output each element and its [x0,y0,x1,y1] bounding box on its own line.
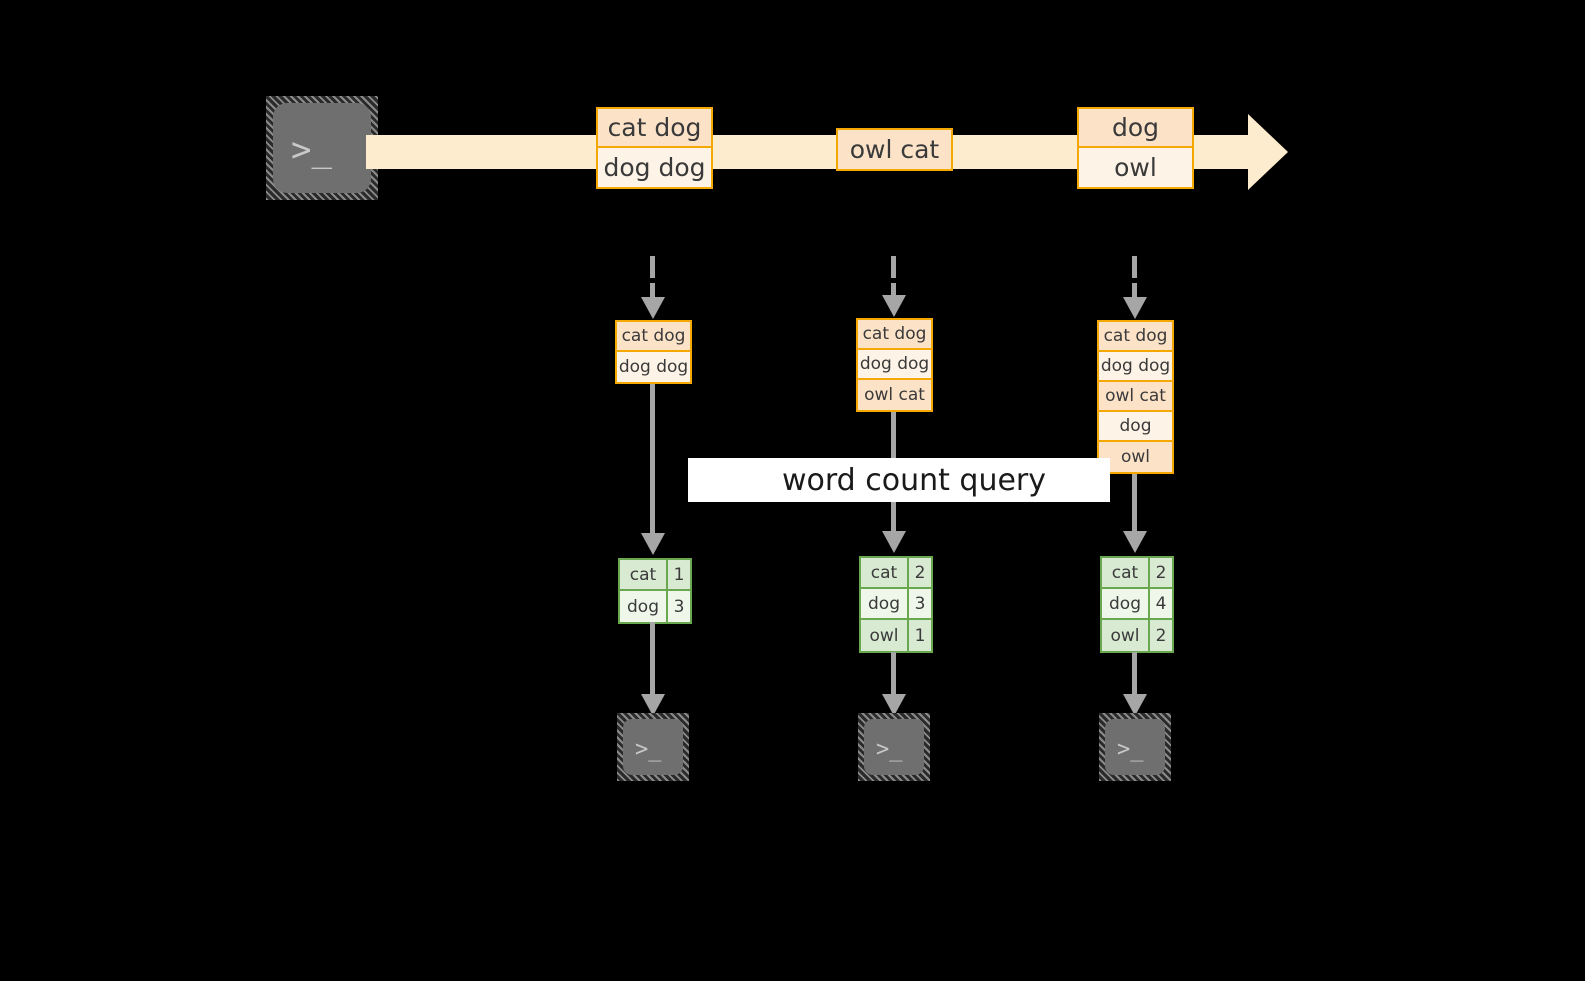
query-label-text: word count query [781,462,1047,498]
result-word: cat [1102,558,1150,587]
terminal-prompt-label: >_ [635,737,662,762]
result-row: cat 2 [861,558,931,589]
input-table: cat dog dog dog owl cat dog owl [1097,320,1174,474]
arrowhead-icon [641,297,665,319]
result-word: cat [620,560,668,589]
result-word: dog [861,589,909,618]
result-row: cat 1 [620,560,690,591]
result-count: 4 [1150,589,1172,618]
arrowhead-icon [882,295,906,317]
terminal-screen: >_ [864,719,924,775]
sink-terminal-icon: >_ [1099,713,1171,781]
sink-terminal-icon: >_ [617,713,689,781]
result-count: 3 [668,591,690,622]
terminal-screen: >_ [623,719,683,775]
input-row: owl cat [1099,382,1172,412]
input-row: dog dog [858,350,931,380]
stream-to-input-connector [650,283,655,301]
stream-event-box: cat dog dog dog [596,107,713,189]
terminal-screen: >_ [1105,719,1165,775]
result-count: 1 [909,620,931,651]
result-count: 2 [1150,620,1172,651]
input-row: dog dog [1099,352,1172,382]
result-row: owl 1 [861,620,931,651]
result-count: 2 [1150,558,1172,587]
arrowhead-icon [1123,531,1147,553]
stream-event-box: dog owl [1077,107,1194,189]
result-row: dog 3 [861,589,931,620]
result-table: cat 1 dog 3 [618,558,692,624]
input-row: cat dog [617,322,690,352]
input-row: dog [1099,412,1172,442]
stream-to-input-connector [891,283,896,299]
query-label-band: word count query [688,458,1110,502]
result-row: dog 4 [1102,589,1172,620]
arrowhead-icon [1123,694,1147,716]
result-to-sink-connector [1132,652,1137,698]
terminal-prompt-label: >_ [876,737,903,762]
stream-event-line: dog [1079,109,1192,148]
input-to-result-connector [1132,474,1137,534]
stream-event-line: owl cat [838,130,951,169]
result-count: 2 [909,558,931,587]
result-word: dog [1102,589,1150,618]
result-word: owl [1102,620,1150,651]
stream-to-input-connector [891,256,896,278]
arrowhead-icon [641,694,665,716]
result-count: 3 [909,589,931,618]
stream-event-box: owl cat [836,128,953,171]
result-row: owl 2 [1102,620,1172,651]
sink-terminal-icon: >_ [858,713,930,781]
result-word: owl [861,620,909,651]
input-row: dog dog [617,352,690,382]
input-row: cat dog [1099,322,1172,352]
result-to-sink-connector [891,652,896,698]
input-table: cat dog dog dog [615,320,692,384]
terminal-prompt-label: >_ [291,130,332,170]
stream-to-input-connector [650,256,655,278]
input-to-result-connector [650,384,655,536]
stream-event-line: cat dog [598,109,711,148]
stream-event-line: owl [1079,148,1192,187]
terminal-screen: >_ [273,103,371,193]
result-table: cat 2 dog 3 owl 1 [859,556,933,653]
input-row: owl [1099,442,1172,472]
terminal-prompt-label: >_ [1117,737,1144,762]
arrowhead-icon [882,694,906,716]
result-row: dog 3 [620,591,690,622]
result-word: cat [861,558,909,587]
result-word: dog [620,591,668,622]
result-to-sink-connector [650,622,655,698]
input-row: cat dog [858,320,931,350]
input-table: cat dog dog dog owl cat [856,318,933,412]
result-count: 1 [668,560,690,589]
result-row: cat 2 [1102,558,1172,589]
stream-to-input-connector [1132,283,1137,301]
right-arrow-icon [1248,114,1288,190]
arrowhead-icon [882,531,906,553]
arrowhead-icon [641,533,665,555]
result-table: cat 2 dog 4 owl 2 [1100,556,1174,653]
stream-to-input-connector [1132,256,1137,278]
source-terminal-icon: >_ [266,96,378,200]
stream-event-line: dog dog [598,148,711,187]
arrowhead-icon [1123,297,1147,319]
input-row: owl cat [858,380,931,410]
